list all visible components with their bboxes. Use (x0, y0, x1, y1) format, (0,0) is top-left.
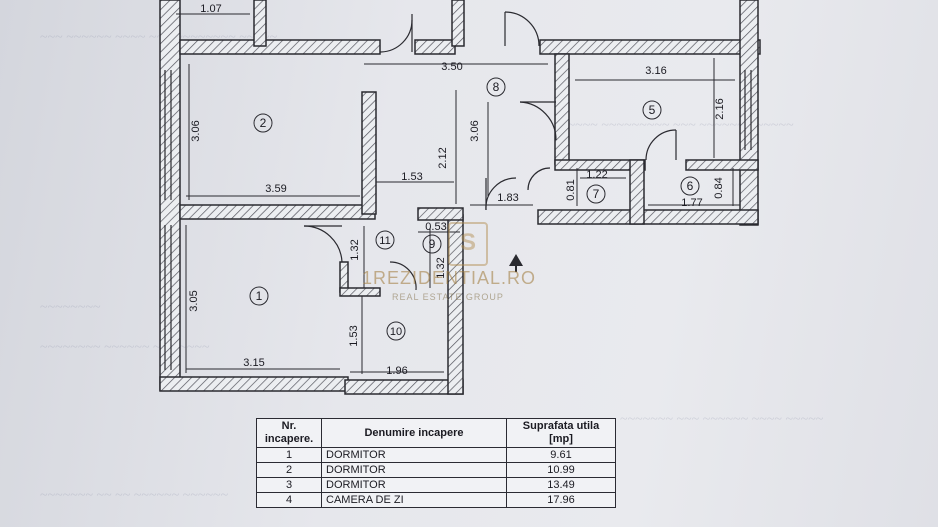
room-number: 9 (429, 237, 436, 251)
dim-label: 0.81 (565, 179, 577, 200)
dim-label: 1.32 (349, 239, 361, 260)
header-name: Denumire incapere (321, 418, 507, 448)
background-text-bleed: ~~~~~~~ ~~~ ~~~~~~ ~~~~ ~~~~~ (620, 412, 824, 427)
watermark-brand: 1REZIDENTIAL.RO (362, 268, 537, 288)
cell-name: DORMITOR (321, 462, 507, 478)
cell-nr: 4 (256, 492, 322, 508)
cell-name: DORMITOR (321, 477, 507, 493)
room-area-table: Nr. incapere. Denumire incapere Suprafat… (256, 418, 616, 508)
cell-area: 13.49 (506, 477, 616, 493)
dim-label: 0.84 (713, 177, 725, 198)
room-number: 2 (260, 116, 267, 130)
cell-name: CAMERA DE ZI (321, 492, 507, 508)
dim-label: 3.59 (265, 183, 286, 195)
cell-area: 9.61 (506, 447, 616, 463)
dimension-lines (176, 13, 740, 374)
dim-label: 2.12 (437, 147, 449, 168)
header-area: Suprafata utila [mp] (506, 418, 616, 448)
table-header-row: Nr. incapere. Denumire incapere Suprafat… (256, 418, 616, 448)
room-number: 11 (379, 235, 390, 247)
table-row: 3 DORMITOR 13.49 (256, 477, 616, 493)
cell-nr: 2 (256, 462, 322, 478)
cell-nr: 3 (256, 477, 322, 493)
room-number: 6 (687, 179, 694, 193)
watermark-logo-icon: S (448, 222, 488, 266)
table-row: 4 CAMERA DE ZI 17.96 (256, 492, 616, 508)
dim-label: 1.77 (681, 197, 702, 209)
room-number: 5 (649, 103, 656, 117)
room-number: 7 (593, 187, 600, 201)
dim-label: 3.05 (188, 290, 200, 311)
table-row: 2 DORMITOR 10.99 (256, 462, 616, 478)
dim-label: 3.06 (190, 120, 202, 141)
cell-name: DORMITOR (321, 447, 507, 463)
door-swings (303, 11, 677, 291)
dim-label: 1.53 (401, 171, 422, 183)
dim-label: 3.15 (243, 357, 264, 369)
dim-label: 3.06 (469, 120, 481, 141)
windows (164, 70, 752, 370)
background-text-bleed: ~~~~~~~~ (40, 300, 101, 315)
entrance-arrow (509, 254, 523, 272)
dim-label: 2.16 (714, 98, 726, 119)
header-nr: Nr. incapere. (256, 418, 322, 448)
room-markers (249, 77, 700, 341)
dim-label: 0.53 (425, 221, 446, 233)
dim-label: 3.50 (441, 61, 462, 73)
room-number: 10 (390, 326, 402, 338)
dim-label: 1.07 (200, 3, 221, 15)
watermark-logo-letter: S (459, 229, 476, 256)
background-text-bleed: ~~~~~~~ ~~ ~~ ~~~~~~ ~~~~~~ (40, 488, 229, 503)
background-text-bleed: ~~~~~ ~~~~~~~~~ ~~~ ~~~~~~ ~~~~~~ (560, 118, 794, 133)
watermark-subtitle: REAL ESTATE GROUP (392, 292, 504, 302)
room-number: 8 (493, 80, 500, 94)
dim-label: 3.16 (645, 65, 666, 77)
dim-label: 1.32 (435, 257, 447, 278)
cell-area: 17.96 (506, 492, 616, 508)
cell-area: 10.99 (506, 462, 616, 478)
cell-nr: 1 (256, 447, 322, 463)
dim-label: 1.22 (586, 169, 607, 181)
dim-label: 1.53 (348, 325, 360, 346)
dim-label: 1.83 (497, 192, 518, 204)
table-row: 1 DORMITOR 9.61 (256, 447, 616, 463)
walls (159, 0, 761, 395)
room-number: 1 (256, 289, 263, 303)
dim-label: 1.96 (386, 365, 407, 377)
